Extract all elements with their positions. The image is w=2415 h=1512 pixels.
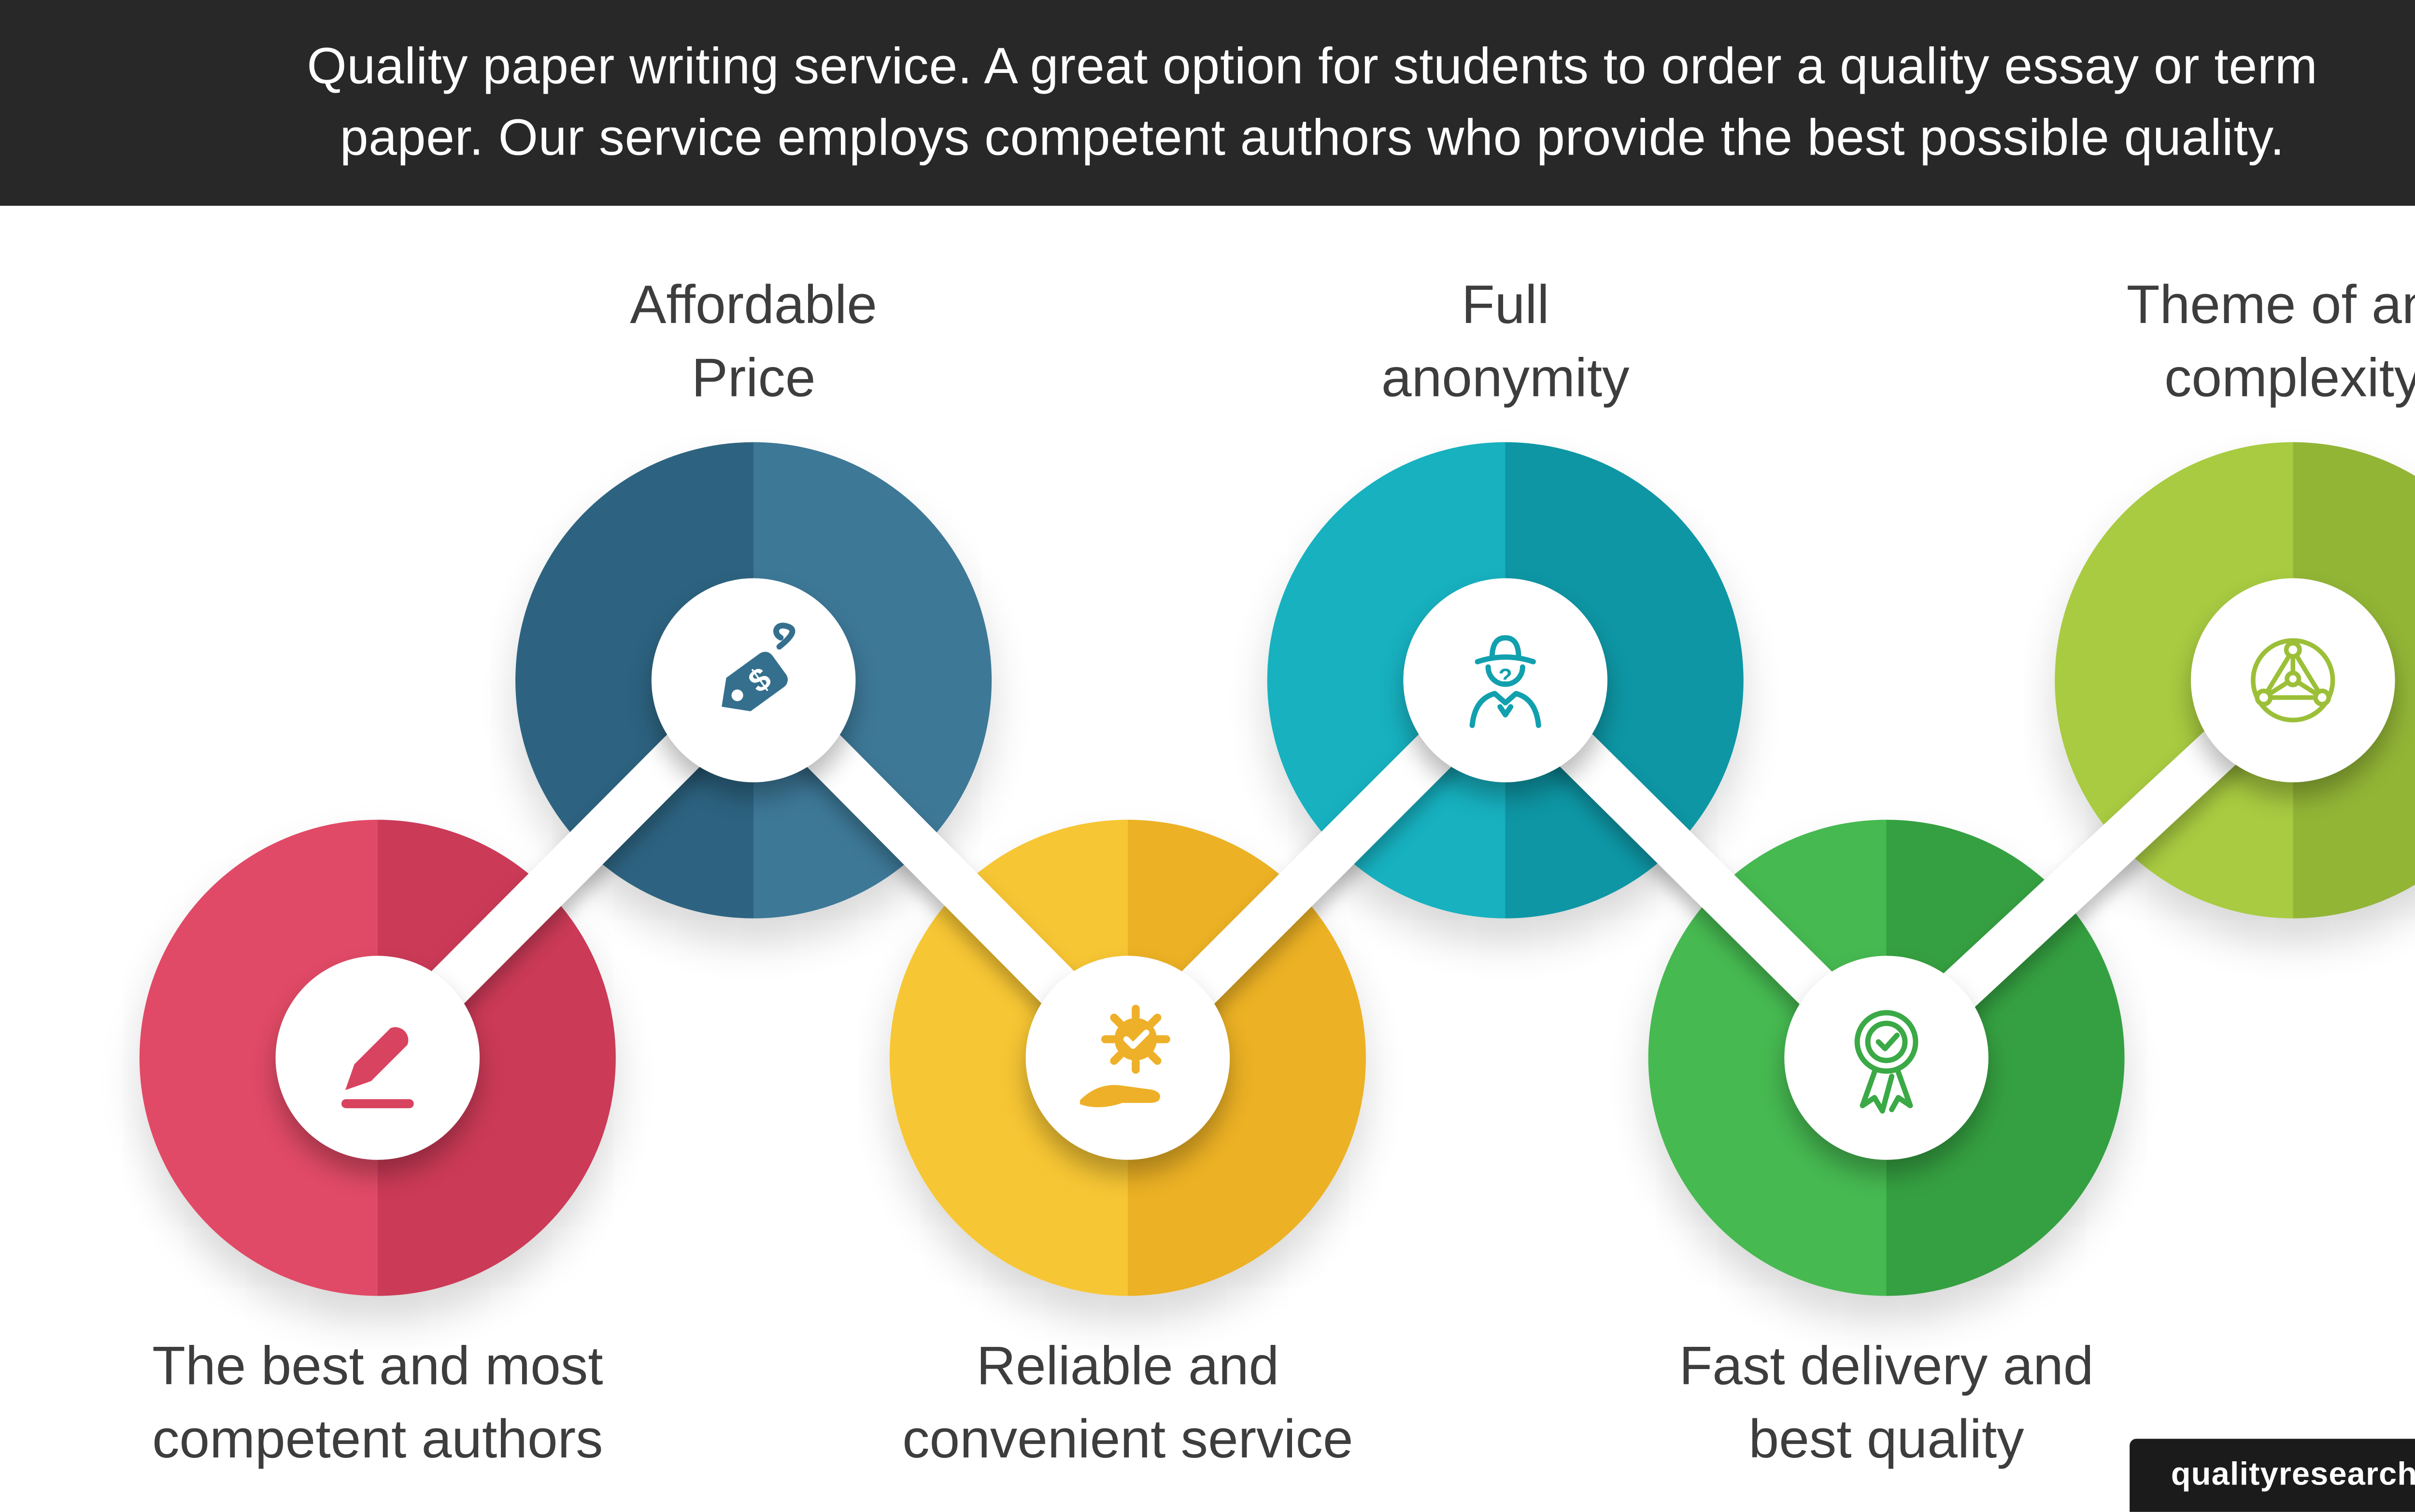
step-label: The best and most competent authors [152,1335,603,1470]
step-label: Affordable Price [630,273,877,409]
step-icon-badge [275,956,480,1160]
step-label: Reliable and convenient service [902,1335,1353,1470]
pen-writing-icon [341,1027,414,1108]
header-banner: Quality paper writing service. A great o… [0,0,2415,206]
website-text: qualityresearchpaper.com [2171,1456,2415,1493]
website-badge: qualityresearchpaper.com [2130,1439,2415,1512]
step-label: Full anonymity [1381,273,1630,409]
step-label: Theme of any complexity [2126,273,2415,409]
step-icon-badge [2190,578,2395,782]
gear-hand-icon [1080,1004,1170,1107]
price-tag-icon: $ [722,622,796,711]
step-label: Fast delivery and best quality [1679,1335,2094,1470]
network-nodes-icon [2251,638,2335,722]
step-icon-badge: $ [651,578,856,782]
anonymous-person-icon: ? [1469,635,1541,728]
medal-check-icon [1854,1010,1918,1114]
step-icon-badge [1025,956,1230,1160]
step-icon-badge [1784,956,1989,1160]
step-icon-badge: ? [1403,578,1608,782]
header-text: Quality paper writing service. A great o… [307,38,2318,166]
svg-text:?: ? [1498,664,1512,689]
